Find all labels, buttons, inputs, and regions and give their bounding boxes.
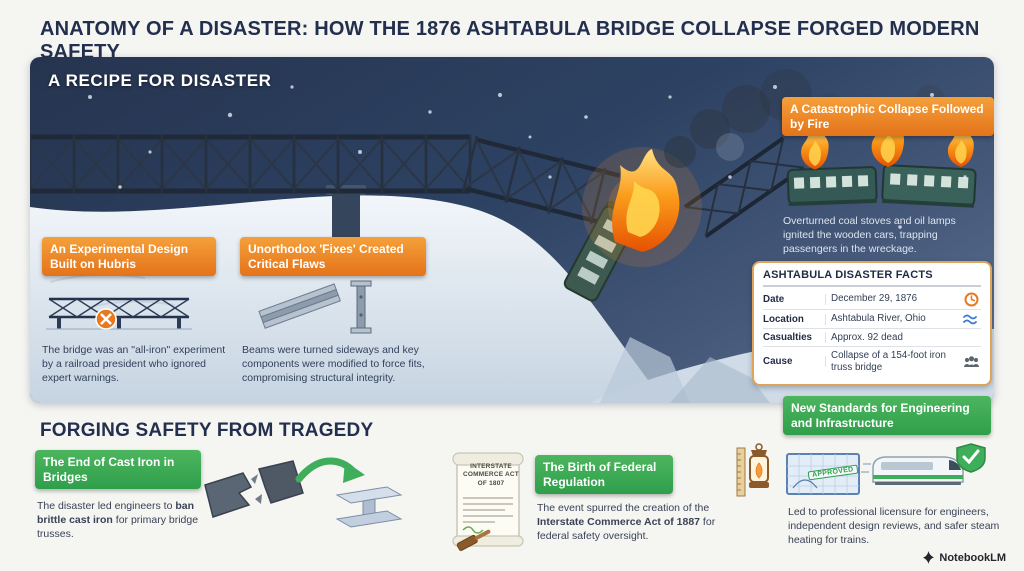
fact-row-cause: Cause Collapse of a 154-foot iron truss … bbox=[763, 347, 981, 376]
card-label-unorthodox-fixes: Unorthodox 'Fixes' Created Critical Flaw… bbox=[240, 237, 426, 277]
card-caption-new-standards: Led to professional licensure for engine… bbox=[788, 506, 1000, 546]
notebooklm-branding: NotebookLM bbox=[922, 551, 1006, 564]
document-title: INTERSTATE COMMERCE ACT OF 1807 bbox=[463, 463, 519, 487]
recipe-panel: A RECIPE FOR DISASTER An Experimental De… bbox=[30, 57, 994, 403]
facts-title: ASHTABULA DISASTER FACTS bbox=[763, 269, 981, 287]
modern-train-icon bbox=[861, 456, 964, 485]
card-label-new-standards: New Standards for Engineering and Infras… bbox=[783, 396, 991, 436]
card-label-federal-regulation: The Birth of Federal Regulation bbox=[535, 455, 673, 495]
interstate-commerce-act-document-illustration bbox=[452, 452, 524, 551]
fact-label: Date bbox=[763, 293, 826, 305]
fact-row-casualties: Casualties Approx. 92 dead bbox=[763, 329, 981, 348]
broken-beam-to-steel-beam-illustration bbox=[204, 457, 403, 528]
fact-label: Casualties bbox=[763, 332, 826, 344]
card-caption-federal-regulation: The event spurred the creation of the In… bbox=[537, 502, 716, 542]
notebooklm-logo-icon bbox=[923, 551, 935, 564]
recipe-heading: A RECIPE FOR DISASTER bbox=[48, 71, 272, 90]
fact-value: Approx. 92 dead bbox=[831, 331, 903, 343]
people-icon bbox=[961, 355, 981, 369]
card-label-experimental-design: An Experimental Design Built on Hubris bbox=[42, 237, 216, 277]
fact-value: December 29, 1876 bbox=[831, 292, 918, 304]
card-caption-end-cast-iron: The disaster led engineers to ban brittl… bbox=[37, 500, 199, 540]
card-caption-experimental-design: The bridge was an "all-iron" experiment … bbox=[42, 344, 226, 384]
safety-shield-icon bbox=[956, 443, 986, 473]
fact-label: Cause bbox=[763, 356, 826, 368]
card-caption-unorthodox-fixes: Beams were turned sideways and key compo… bbox=[242, 344, 425, 384]
card-caption-catastrophic-collapse: Overturned coal stoves and oil lamps ign… bbox=[783, 215, 956, 255]
ruler-icon bbox=[736, 447, 746, 497]
fact-value: Ashtabula River, Ohio bbox=[831, 312, 926, 324]
small-truss-bridge-icon bbox=[46, 297, 192, 330]
fact-row-date: Date December 29, 1876 bbox=[763, 289, 981, 310]
lantern-icon bbox=[749, 443, 769, 488]
fact-row-location: Location Ashtabula River, Ohio bbox=[763, 310, 981, 329]
branding-text: NotebookLM bbox=[939, 551, 1006, 564]
clock-icon bbox=[961, 292, 981, 307]
disaster-facts-box: ASHTABULA DISASTER FACTS Date December 2… bbox=[752, 261, 992, 386]
card-label-catastrophic-collapse: A Catastrophic Collapse Followed by Fire bbox=[782, 97, 994, 137]
misaligned-beams-icon bbox=[258, 280, 372, 334]
fact-value: Collapse of a 154-foot iron truss bridge bbox=[831, 349, 946, 373]
fact-label: Location bbox=[763, 313, 826, 325]
new-standards-icons bbox=[736, 443, 986, 497]
river-icon bbox=[961, 313, 981, 326]
forging-heading: FORGING SAFETY FROM TRAGEDY bbox=[40, 420, 374, 441]
card-label-end-cast-iron: The End of Cast Iron in Bridges bbox=[35, 450, 201, 490]
